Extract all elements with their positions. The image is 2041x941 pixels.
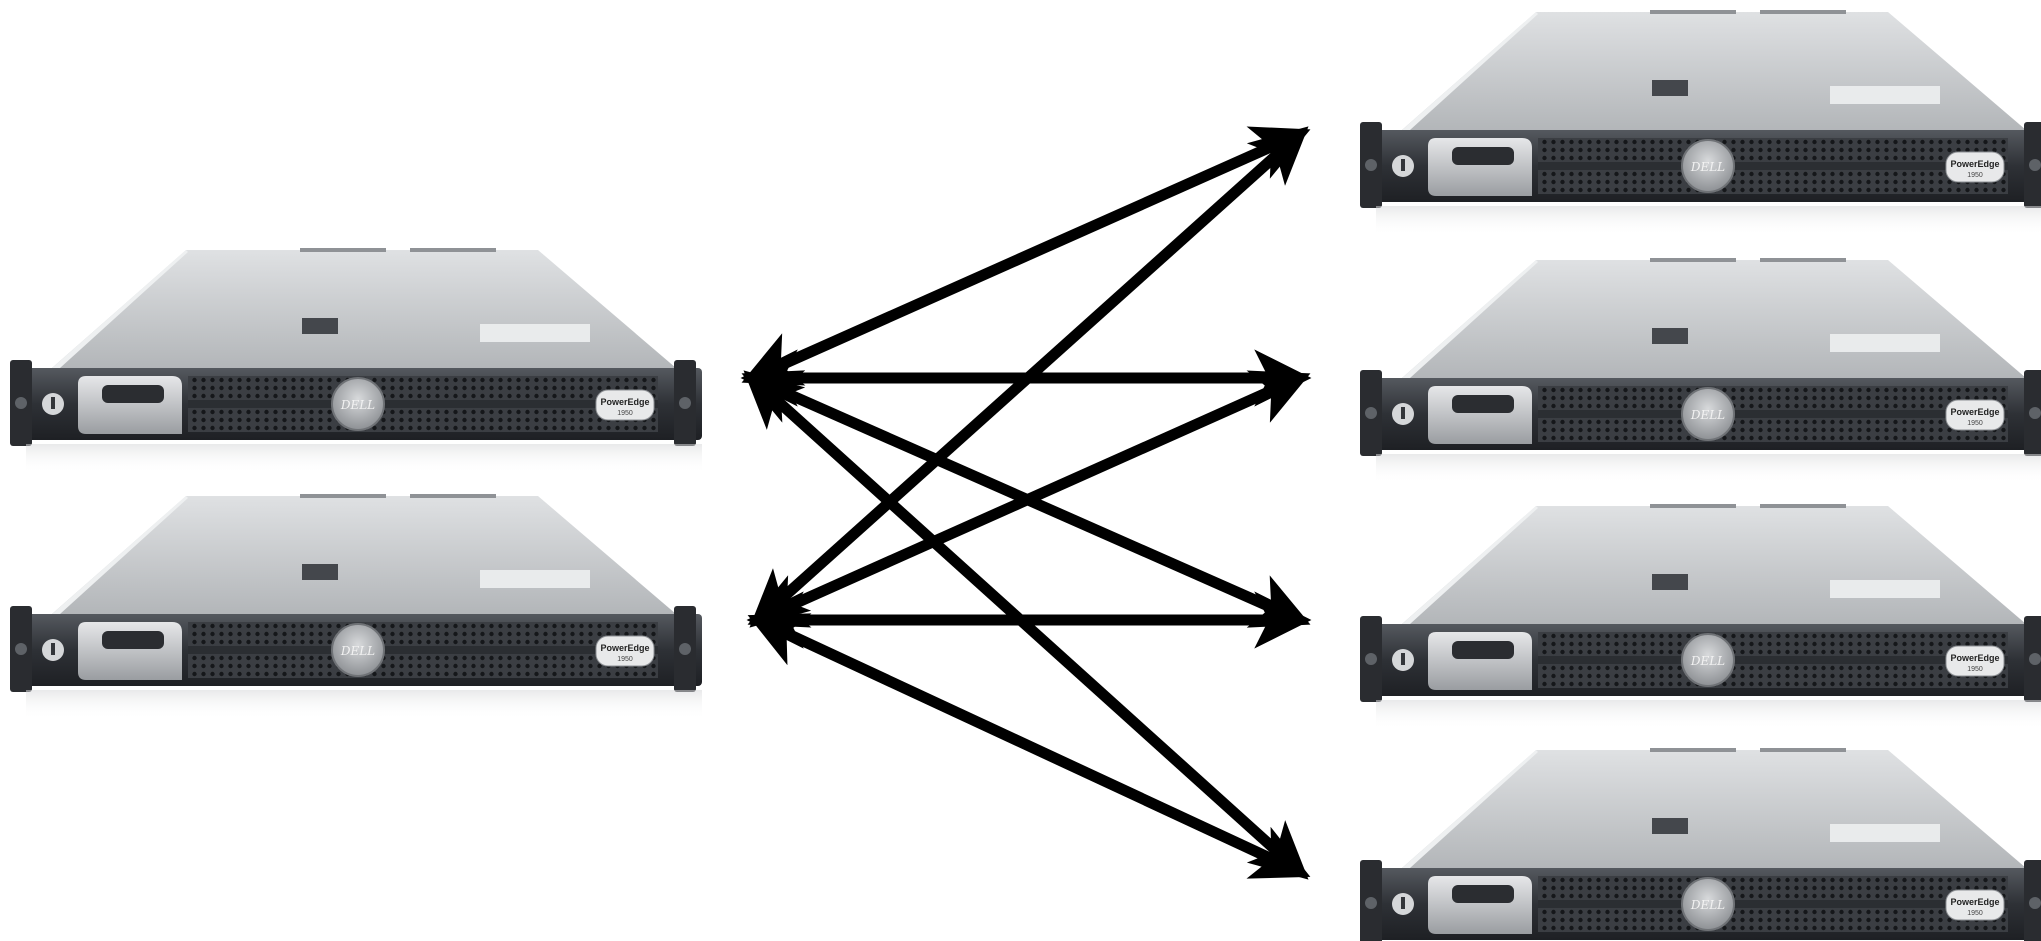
server-model-label: 1950 — [617, 410, 633, 417]
server-icon: DELL PowerEdge 1950 — [1359, 747, 2041, 941]
server-icon: DELL PowerEdge 1950 — [9, 493, 703, 721]
server-model-label: 1950 — [1967, 420, 1983, 427]
server-logo-label: DELL — [340, 644, 375, 658]
server-icon: DELL PowerEdge 1950 — [1359, 257, 2041, 485]
server-brand-label: PowerEdge — [600, 643, 649, 653]
server-logo-label: DELL — [340, 398, 375, 412]
server-logo-label: DELL — [1690, 898, 1725, 912]
server-model-label: 1950 — [617, 656, 633, 663]
server-logo-label: DELL — [1690, 654, 1725, 668]
server-brand-label: PowerEdge — [1950, 407, 1999, 417]
server-model-label: 1950 — [1967, 666, 1983, 673]
bidirectional-arrow-left-2-right-4 — [747, 613, 1311, 879]
server-brand-label: PowerEdge — [1950, 653, 1999, 663]
bidirectional-arrow-left-1-right-1 — [741, 126, 1311, 386]
bidirectional-arrow-left-2-right-2 — [747, 370, 1311, 628]
right-server-group: DELL PowerEdge 1950 DELL PowerEdge 1950 … — [1359, 9, 2041, 941]
server-model-label: 1950 — [1967, 910, 1983, 917]
connection-arrows — [740, 126, 1312, 880]
server-brand-label: PowerEdge — [600, 397, 649, 407]
server-logo-label: DELL — [1690, 408, 1725, 422]
left-server-group: DELL PowerEdge 1950 DELL PowerEdge 1950 — [9, 247, 703, 721]
server-brand-label: PowerEdge — [1950, 159, 1999, 169]
server-icon: DELL PowerEdge 1950 — [1359, 9, 2041, 237]
server-icon: DELL PowerEdge 1950 — [1359, 503, 2041, 731]
server-logo-label: DELL — [1690, 160, 1725, 174]
server-icon: DELL PowerEdge 1950 — [9, 247, 703, 475]
server-brand-label: PowerEdge — [1950, 897, 1999, 907]
server-model-label: 1950 — [1967, 172, 1983, 179]
